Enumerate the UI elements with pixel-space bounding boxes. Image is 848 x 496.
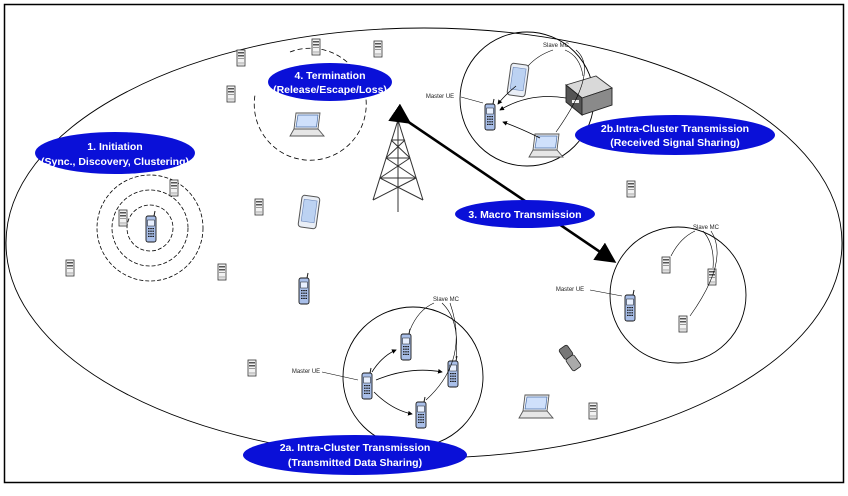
- slave-mc-label-2b: Slave MC: [543, 43, 570, 49]
- laptop-icon: [289, 112, 325, 137]
- initiation-ring-inner: [126, 204, 174, 252]
- intra-cluster-2b-title: 2b.Intra-Cluster Transmission: [601, 123, 749, 135]
- termination-title: 4. Termination: [295, 70, 366, 82]
- cluster-2a-arrows: [371, 349, 443, 416]
- laptop-icon: [528, 133, 564, 158]
- initiation-ring-outer: [96, 174, 204, 282]
- macro-cell-ellipse: [5, 27, 843, 459]
- master-ue-label-right: Master UE: [556, 287, 584, 293]
- slave-mc-leader-lines-2b: [527, 49, 585, 133]
- server-icon: [588, 402, 598, 420]
- slave-mc-leader-lines-2a: [409, 302, 457, 401]
- server-icon: [118, 209, 128, 227]
- server-icon: [217, 263, 227, 281]
- master-ue-label-2b: Master UE: [426, 94, 454, 100]
- server-icon: [254, 198, 264, 216]
- server-icon: [311, 38, 321, 56]
- cluster-2b-arrows: [497, 85, 567, 139]
- tablet-icon: [506, 62, 530, 98]
- server-icon: [247, 359, 257, 377]
- master-ue-leader-2b: [460, 96, 484, 104]
- tablet-icon: [297, 194, 321, 230]
- printer-icon: [565, 75, 613, 116]
- phone-icon: [400, 328, 412, 361]
- termination-subtitle: (Release/Escape/Loss): [273, 84, 387, 96]
- phone-icon: [298, 272, 310, 305]
- macro-transmission-arrow: [388, 103, 617, 263]
- server-icon: [169, 179, 179, 197]
- intra-cluster-2b-subtitle: (Received Signal Sharing): [610, 137, 740, 149]
- server-icon: [65, 259, 75, 277]
- intra-cluster-2a-title: 2a. Intra-Cluster Transmission: [280, 442, 431, 454]
- phone-icon: [484, 98, 496, 131]
- phone-icon: [145, 210, 157, 243]
- phone-icon: [624, 289, 636, 322]
- intra-cluster-2a-pill: 2a. Intra-Cluster Transmission (Transmit…: [243, 435, 467, 475]
- termination-pill: 4. Termination (Release/Escape/Loss): [268, 63, 392, 101]
- server-icon: [678, 315, 688, 333]
- master-ue-leader-2a: [321, 371, 359, 381]
- server-icon: [661, 256, 671, 274]
- termination-arc: [253, 47, 367, 161]
- phone-icon: [361, 367, 373, 400]
- initiation-pill: 1. Initiation (Sync., Discovery, Cluster…: [35, 132, 195, 174]
- server-icon: [373, 40, 383, 58]
- server-icon: [626, 180, 636, 198]
- laptop-icon: [518, 394, 554, 419]
- initiation-ring-middle: [111, 189, 189, 267]
- initiation-subtitle: (Sync., Discovery, Clustering): [41, 156, 189, 168]
- slave-mc-label-right: Slave MC: [693, 225, 720, 231]
- outer-frame: [3, 3, 845, 484]
- phone-icon: [415, 396, 427, 429]
- cluster-circle-right: [609, 226, 747, 364]
- master-ue-leader-right: [589, 289, 623, 297]
- server-icon: [226, 85, 236, 103]
- intra-cluster-2a-subtitle: (Transmitted Data Sharing): [288, 457, 422, 469]
- server-icon: [236, 49, 246, 67]
- intra-cluster-2b-pill: 2b.Intra-Cluster Transmission (Received …: [575, 115, 775, 155]
- initiation-title: 1. Initiation: [87, 141, 142, 153]
- master-ue-label-2a: Master UE: [292, 369, 320, 375]
- slave-mc-label-2a: Slave MC: [433, 297, 460, 303]
- slave-mc-leader-lines-right: [670, 230, 718, 317]
- flip-phone-icon: [558, 344, 582, 372]
- macro-transmission-title: 3. Macro Transmission: [468, 209, 581, 221]
- phone-icon: [447, 355, 459, 388]
- macro-transmission-pill: 3. Macro Transmission: [455, 200, 595, 228]
